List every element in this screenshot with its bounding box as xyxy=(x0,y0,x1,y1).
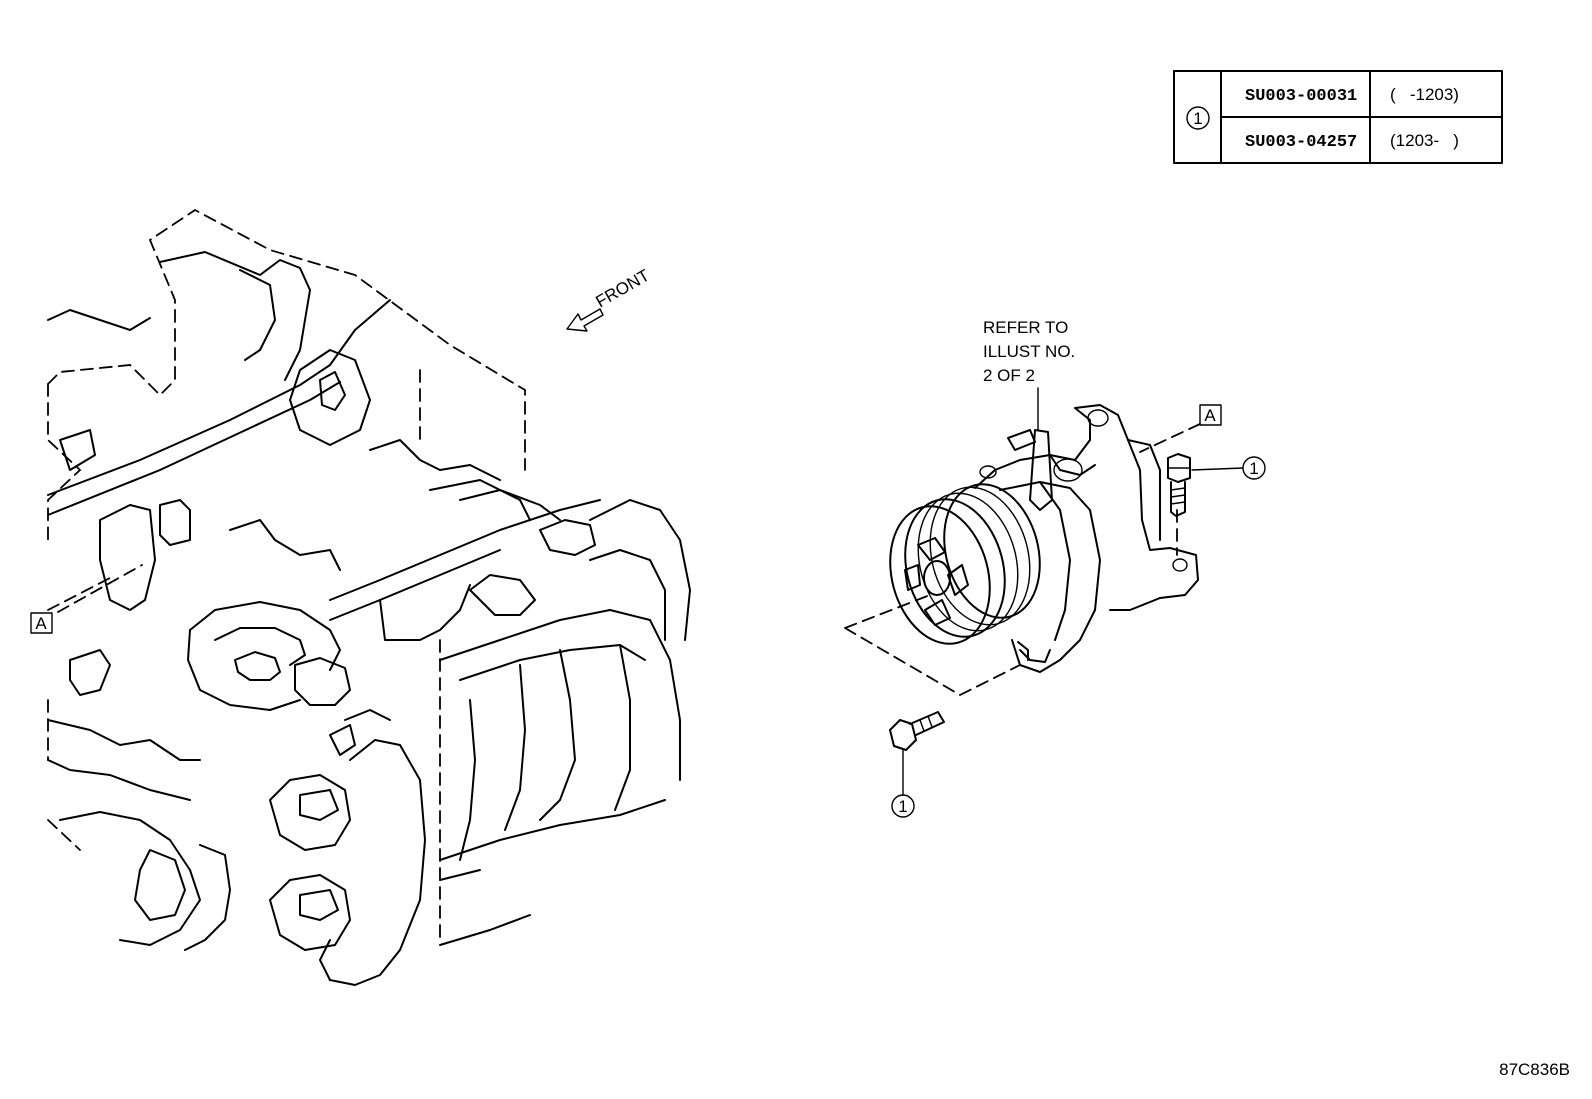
lower-bolt: 1 xyxy=(889,711,945,818)
compressor-ref-a-label: A xyxy=(1204,406,1216,425)
engine-ref-a-label: A xyxy=(35,614,47,633)
mounting-dashed-lines xyxy=(844,509,1178,697)
lower-bolt-callout-circle xyxy=(891,794,915,818)
upper-bolt-callout-circle xyxy=(1242,456,1266,480)
refer-note-line1: REFER TO xyxy=(983,318,1068,337)
upper-bolt: 1 xyxy=(1167,453,1266,517)
compressor-ref-a: A xyxy=(1139,404,1222,453)
part-number-2: SU003-04257 xyxy=(1245,133,1357,152)
illustration-code: 87C836B xyxy=(1499,1060,1570,1079)
upper-bolt-callout-number: 1 xyxy=(1249,459,1258,478)
engine-ref-a-box xyxy=(30,612,53,634)
date-range-1: ( -1203) xyxy=(1390,85,1459,104)
refer-note: REFER TO ILLUST NO. 2 OF 2 xyxy=(983,318,1075,431)
engine-ref-a: A xyxy=(30,564,143,634)
date-range-2: (1203- ) xyxy=(1390,131,1459,150)
table-callout-number: 1 xyxy=(1193,109,1202,128)
front-label: FRONT xyxy=(593,266,653,312)
front-arrow-icon xyxy=(566,308,604,332)
table-callout-circle xyxy=(1186,106,1210,130)
lower-bolt-callout-number: 1 xyxy=(898,797,907,816)
refer-note-line2: ILLUST NO. xyxy=(983,342,1075,361)
part-number-1: SU003-00031 xyxy=(1245,87,1357,106)
engine-block-drawing xyxy=(47,208,691,986)
refer-note-line3: 2 OF 2 xyxy=(983,366,1035,385)
compressor-ref-a-box xyxy=(1199,404,1222,426)
parts-table: 1 SU003-00031 SU003-04257 ( -1203) (1203… xyxy=(1173,70,1503,164)
front-indicator: FRONT xyxy=(566,266,653,332)
ac-compressor-drawing xyxy=(889,404,1199,673)
